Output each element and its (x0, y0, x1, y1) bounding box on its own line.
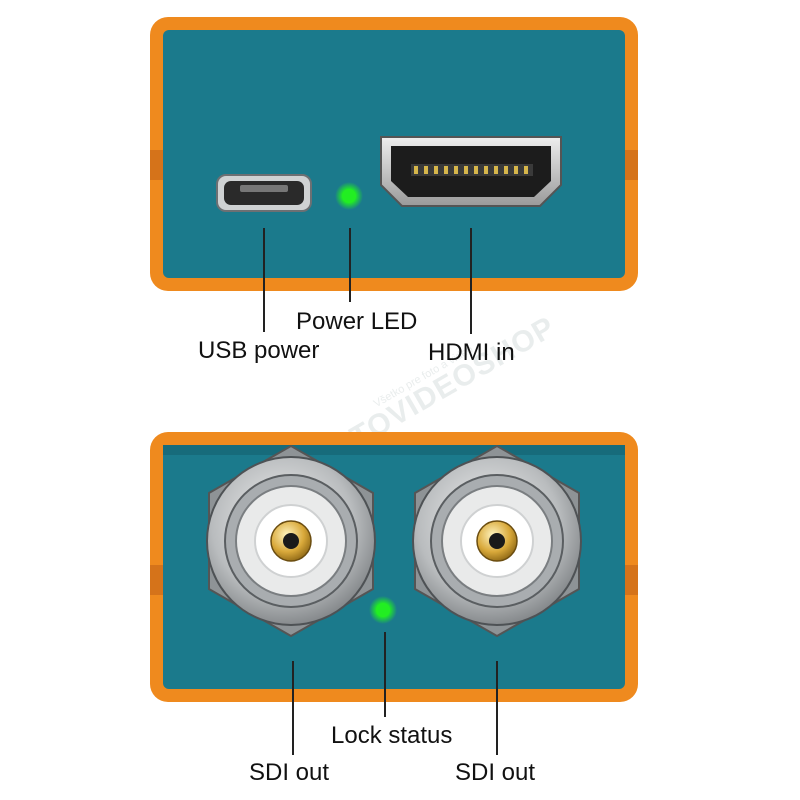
bottom-panel (150, 432, 638, 755)
hdmi-in-label: HDMI in (428, 339, 515, 366)
bnc-connector-right-icon (412, 444, 582, 638)
micro-usb-port-icon (216, 174, 312, 212)
sdi-out-right-label: SDI out (455, 759, 536, 786)
sdi-out-left-label: SDI out (249, 759, 330, 786)
usb-power-label: USB power (198, 337, 320, 364)
lock-status-label: Lock status (331, 722, 453, 749)
hdmi-port-icon (380, 136, 562, 207)
top-panel (150, 17, 638, 334)
power-led-label: Power LED (296, 308, 418, 335)
power-led-icon (335, 182, 363, 210)
lock-status-led-icon (369, 596, 397, 624)
top-leader-lines (263, 228, 472, 334)
bnc-connector-left-icon (206, 444, 376, 638)
bottom-leader-lines (292, 632, 498, 755)
